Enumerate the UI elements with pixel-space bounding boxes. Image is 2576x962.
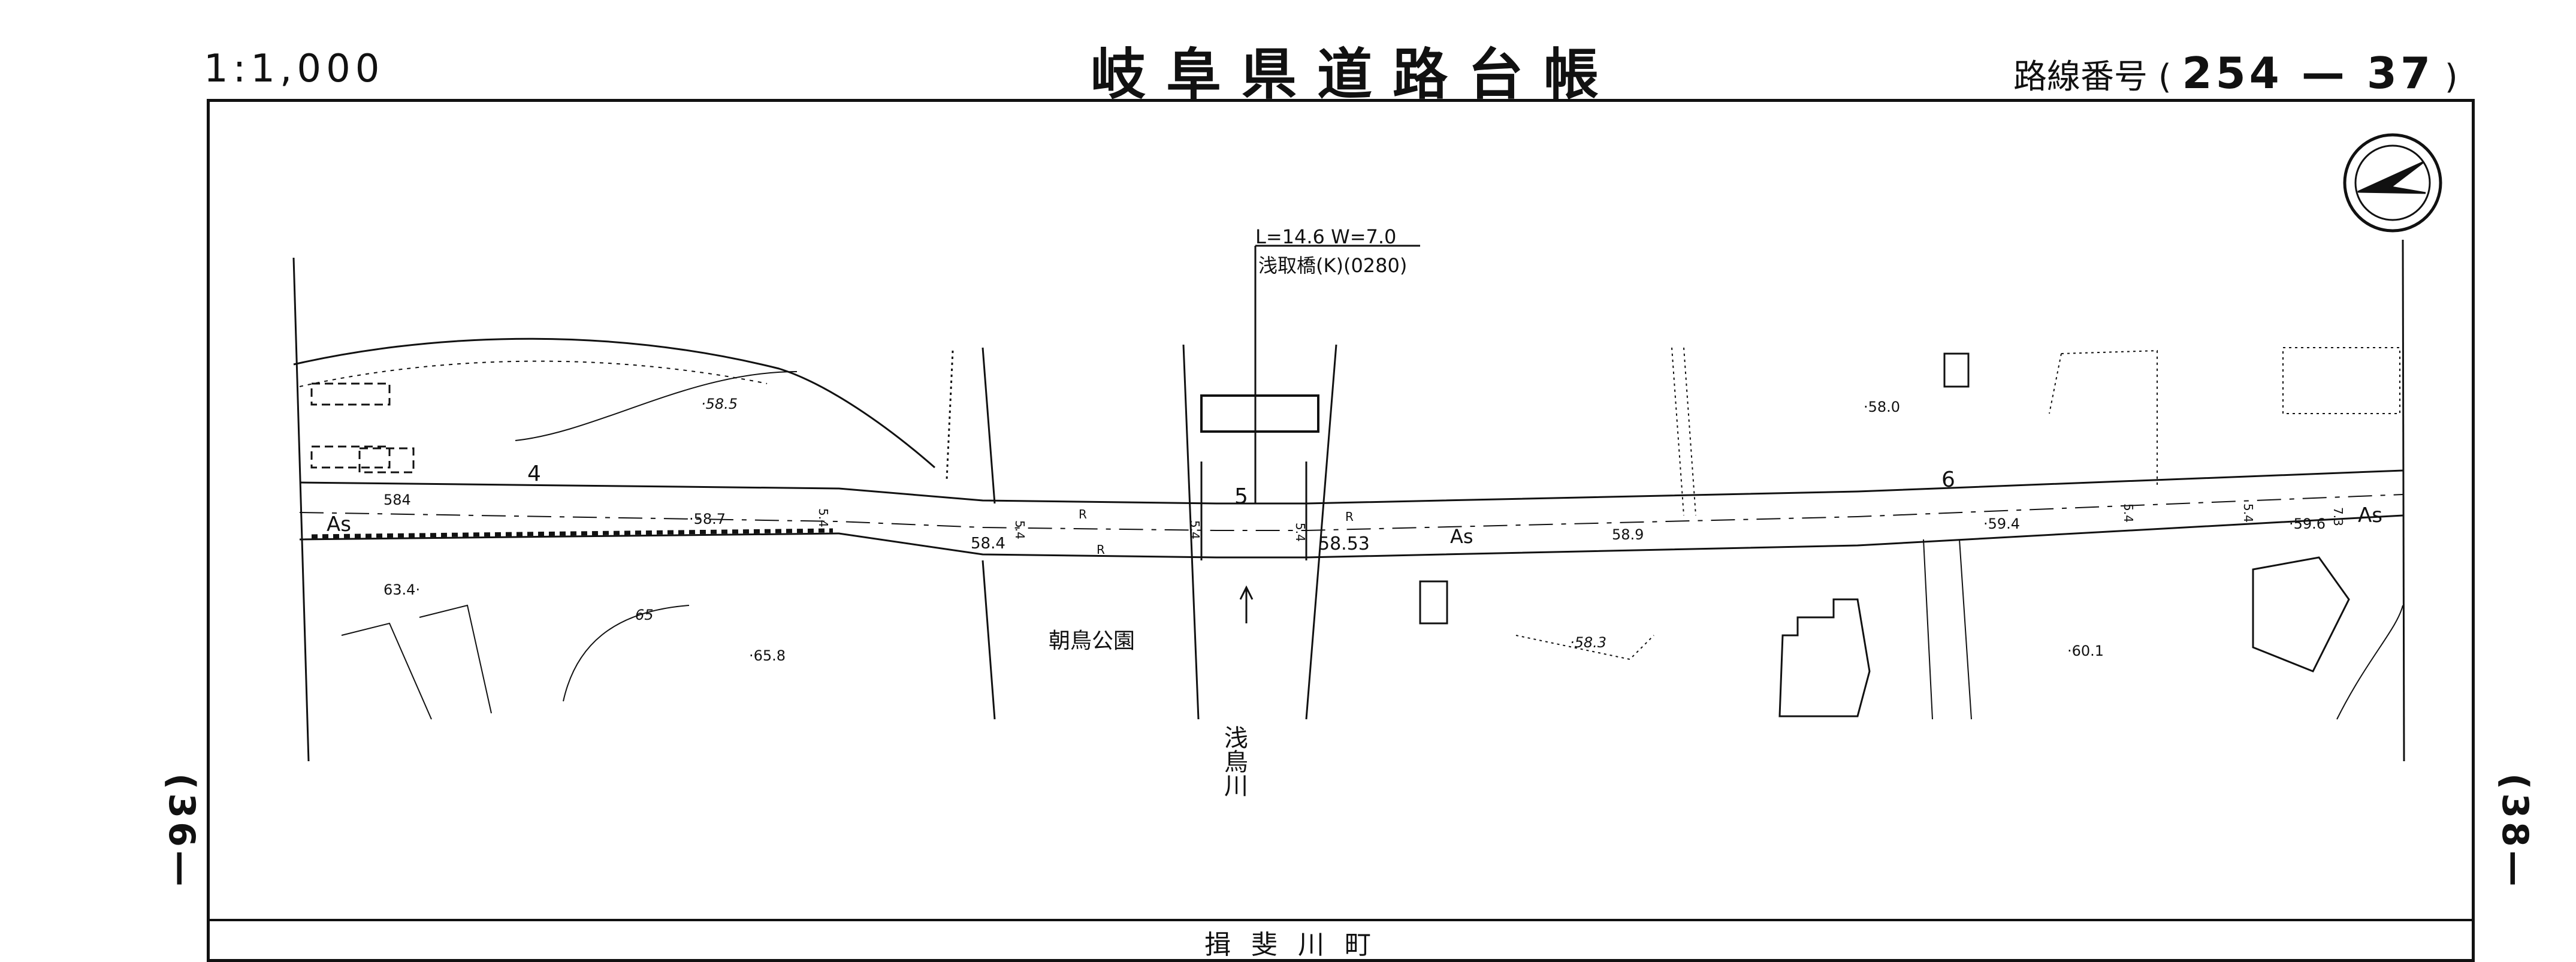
elevation-58-53: 58.53 bbox=[1318, 533, 1370, 554]
width-5-4-b: 5.4 bbox=[1013, 520, 1027, 539]
elevation-58-3: ·58.3 bbox=[1570, 634, 1607, 651]
right-adjacent-sheet: (38— bbox=[2494, 773, 2536, 890]
bridge-deck bbox=[1200, 394, 1319, 433]
map-left-boundary bbox=[292, 257, 310, 762]
bridge-spec-label: L=14.6 W=7.0 bbox=[1255, 225, 1397, 248]
elevation-58-5: ·58.5 bbox=[701, 396, 738, 412]
map-drawing bbox=[207, 133, 2475, 921]
r-marker-1: R bbox=[1079, 507, 1087, 521]
flow-arrow-icon bbox=[1239, 585, 1254, 623]
surface-label-left: As bbox=[327, 512, 351, 536]
left-adjacent-sheet: (36— bbox=[161, 773, 203, 890]
width-5-4-a: 5.4 bbox=[816, 508, 831, 527]
section-6-label: 6 bbox=[1941, 468, 1955, 492]
width-5-4-f: 5.4 bbox=[2241, 503, 2255, 523]
park-edge bbox=[982, 347, 996, 720]
building-2 bbox=[1419, 580, 1448, 625]
park-name-label: 朝鳥公園 bbox=[1049, 629, 1136, 653]
road-centerline bbox=[299, 494, 2403, 531]
width-5-4-e: 5.4 bbox=[2121, 503, 2136, 523]
elevation-60-1: ·60.1 bbox=[2067, 643, 2104, 659]
surface-label-mid: As bbox=[1450, 525, 1473, 548]
upper-left-lot bbox=[293, 337, 935, 469]
route-close-paren: ) bbox=[2444, 58, 2458, 96]
town-name-label: 揖 斐 川 町 bbox=[1204, 930, 1377, 960]
page-title: 岐阜県道路台帳 bbox=[1091, 43, 1620, 107]
river-bank-west bbox=[1182, 344, 1200, 720]
surface-label-right: As bbox=[2358, 503, 2382, 527]
bridge-name-label: 浅取橋(K)(0280) bbox=[1258, 254, 1408, 277]
river-name-label: 浅鳥川 bbox=[1220, 725, 1248, 797]
elevation-63-4: 63.4· bbox=[383, 581, 421, 598]
north-arrow-icon bbox=[2343, 133, 2442, 233]
elevation-65-8: ·65.8 bbox=[749, 647, 786, 664]
width-5-4-d: 5.4 bbox=[1293, 523, 1307, 542]
elevation-58-9: 58.9 bbox=[1612, 526, 1644, 543]
elevation-65: 65 bbox=[635, 607, 654, 623]
elevation-58-4: 58.4 bbox=[971, 535, 1005, 553]
width-7-3: 7.3 bbox=[2331, 507, 2345, 526]
section-4-label: 4 bbox=[527, 462, 541, 486]
route-number-block: 路線番号 ( 254 — 37 ) bbox=[2013, 48, 2458, 98]
elevation-58-0: ·58.0 bbox=[1864, 399, 1901, 415]
route-number: 254 — 37 bbox=[2182, 48, 2435, 98]
elevation-59-6: ·59.6 bbox=[2289, 515, 2326, 532]
route-open-paren: ( bbox=[2158, 58, 2172, 96]
road-edge-north bbox=[299, 469, 2403, 505]
road-edge-south bbox=[299, 514, 2403, 559]
map-right-boundary bbox=[2402, 239, 2405, 762]
elevation-58-7: ·58.7 bbox=[689, 511, 726, 527]
r-marker-2: R bbox=[1097, 542, 1105, 557]
section-5-label: 5 bbox=[1234, 484, 1248, 509]
elevation-584: 584 bbox=[383, 491, 411, 508]
river-bank-east bbox=[1305, 344, 1337, 720]
building-1 bbox=[1943, 352, 1970, 388]
map-scale: 1:1,000 bbox=[204, 47, 385, 91]
elevation-59-4: ·59.4 bbox=[1983, 515, 2021, 532]
curb-line-left bbox=[311, 528, 833, 539]
route-label: 路線番号 bbox=[2013, 58, 2148, 96]
building-4 bbox=[2252, 556, 2350, 673]
r-marker-3: R bbox=[1345, 509, 1354, 524]
width-5-4-c: 5.4 bbox=[1188, 520, 1202, 539]
building-3 bbox=[1778, 598, 1871, 717]
